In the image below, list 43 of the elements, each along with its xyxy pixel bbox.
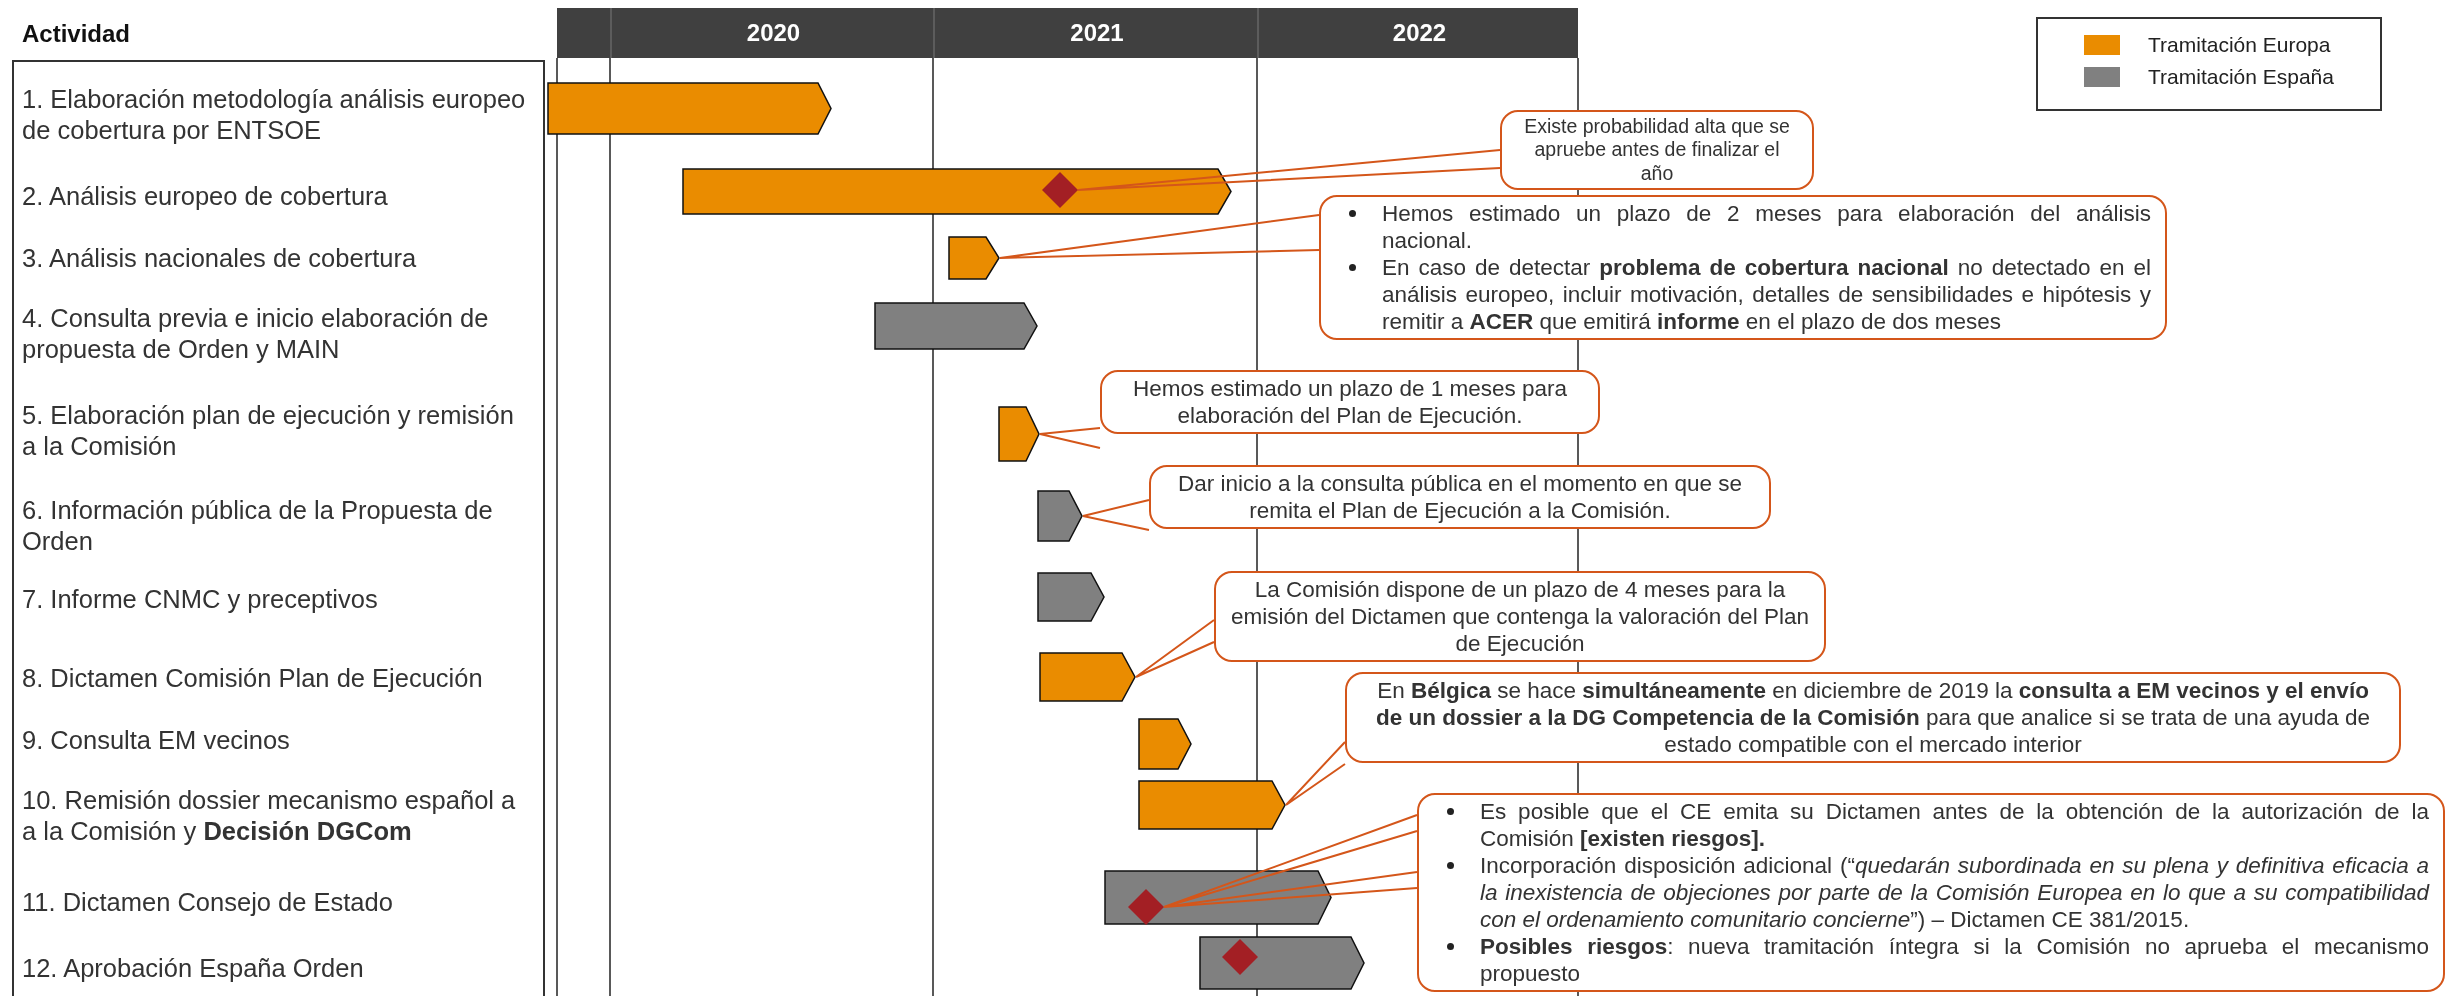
callout-text: Hemos estimado un plazo de 2 meses para elaboración del análisis nacional. xyxy=(1382,200,2151,254)
callout-pointer xyxy=(999,214,1320,259)
callout-text: Posibles riesgos: nueva tramitación íntegra si la Comisión no aprueba el mecanismo propuesto xyxy=(1480,933,2429,987)
activity-label: 11. Dictamen Consejo de Estado xyxy=(22,887,394,918)
callout-pointer xyxy=(1082,499,1150,531)
activity-label: 4. Consulta previa e inicio elaboración de propuesta de Orden y MAIN xyxy=(22,303,490,365)
callout-pointer xyxy=(1163,814,1418,908)
activity-label: 6. Información pública de la Propuesta de Orden xyxy=(22,495,494,557)
year-label: 2020 xyxy=(610,8,935,58)
callout-pointer xyxy=(1285,741,1346,806)
column-header: Actividad xyxy=(22,20,131,48)
callout-pointer xyxy=(1163,871,1418,908)
callout-text: Existe probabilidad alta que se apruebe antes de finalizar el año xyxy=(1523,115,1791,186)
callout-box xyxy=(1319,195,2167,340)
callout-box xyxy=(1149,465,1771,529)
year-label: 2022 xyxy=(1257,8,1580,58)
activity-label: 3. Análisis nacionales de cobertura xyxy=(22,243,418,274)
year-label: 2021 xyxy=(933,8,1259,58)
activity-label: 12. Aprobación España Orden xyxy=(22,953,365,984)
callout-pointer xyxy=(1077,149,1501,191)
activity-label: 8. Dictamen Comisión Plan de Ejecución xyxy=(22,663,484,694)
legend-label: Tramitación España xyxy=(2148,65,2334,89)
callout-box xyxy=(1100,370,1600,434)
callout-text: La Comisión dispone de un plazo de 4 meses para la emisión del Dictamen que contenga la valoración del Plan de Ejecución xyxy=(1230,576,1810,657)
activity-label: 10. Remisión dossier mecanismo español a a la Comisión y Decisión DGCom xyxy=(22,785,517,847)
activity-label: 5. Elaboración plan de ejecución y remisión a la Comisión xyxy=(22,400,515,462)
callout-text: Es posible que el CE emita su Dictamen antes de la obtención de la autorización de la Comisión [existen riesgos]. xyxy=(1480,798,2429,852)
callout-text: Dar inicio a la consulta pública en el momento en que se remita el Plan de Ejecución a la Comisión. xyxy=(1176,470,1744,524)
callout-text: Incorporación disposición adicional (“quedarán subordinada en su plena y definitiva eficacia a la inexistencia de objeciones por parte de la Comisión Europea en lo que a su compatibilidad con el ordenamiento comunitario concierne”) – Dictamen CE 381/2015. xyxy=(1480,852,2429,933)
activity-label: 7. Informe CNMC y preceptivos xyxy=(22,584,379,615)
callout-box xyxy=(1417,793,2445,992)
callout-pointer xyxy=(1039,427,1101,449)
legend-label: Tramitación Europa xyxy=(2148,33,2331,57)
callout-box xyxy=(1214,571,1826,662)
callout-pointer xyxy=(1135,619,1215,678)
activity-label: 9. Consulta EM vecinos xyxy=(22,725,291,756)
callout-text: En Bélgica se hace simultáneamente en diciembre de 2019 la consulta a EM vecinos y el envío de un dossier a la DG Competencia de la Comisión para que analice si se trata de una ayuda de estado compatible con el mercado interior xyxy=(1374,677,2372,758)
callout-text: En caso de detectar problema de cobertura nacional no detectado en el análisis europeo, incluir motivación, detalles de sensibilidades e hipótesis y remitir a ACER que emitirá informe en el plazo de dos meses xyxy=(1382,254,2151,335)
activity-label: 1. Elaboración metodología análisis europeo de cobertura por ENTSOE xyxy=(22,84,527,146)
callout-text: Hemos estimado un plazo de 1 meses para elaboración del Plan de Ejecución. xyxy=(1132,375,1568,429)
callout-box xyxy=(1500,110,1814,191)
activity-label: 2. Análisis europeo de cobertura xyxy=(22,181,389,212)
callout-box xyxy=(1345,672,2401,763)
